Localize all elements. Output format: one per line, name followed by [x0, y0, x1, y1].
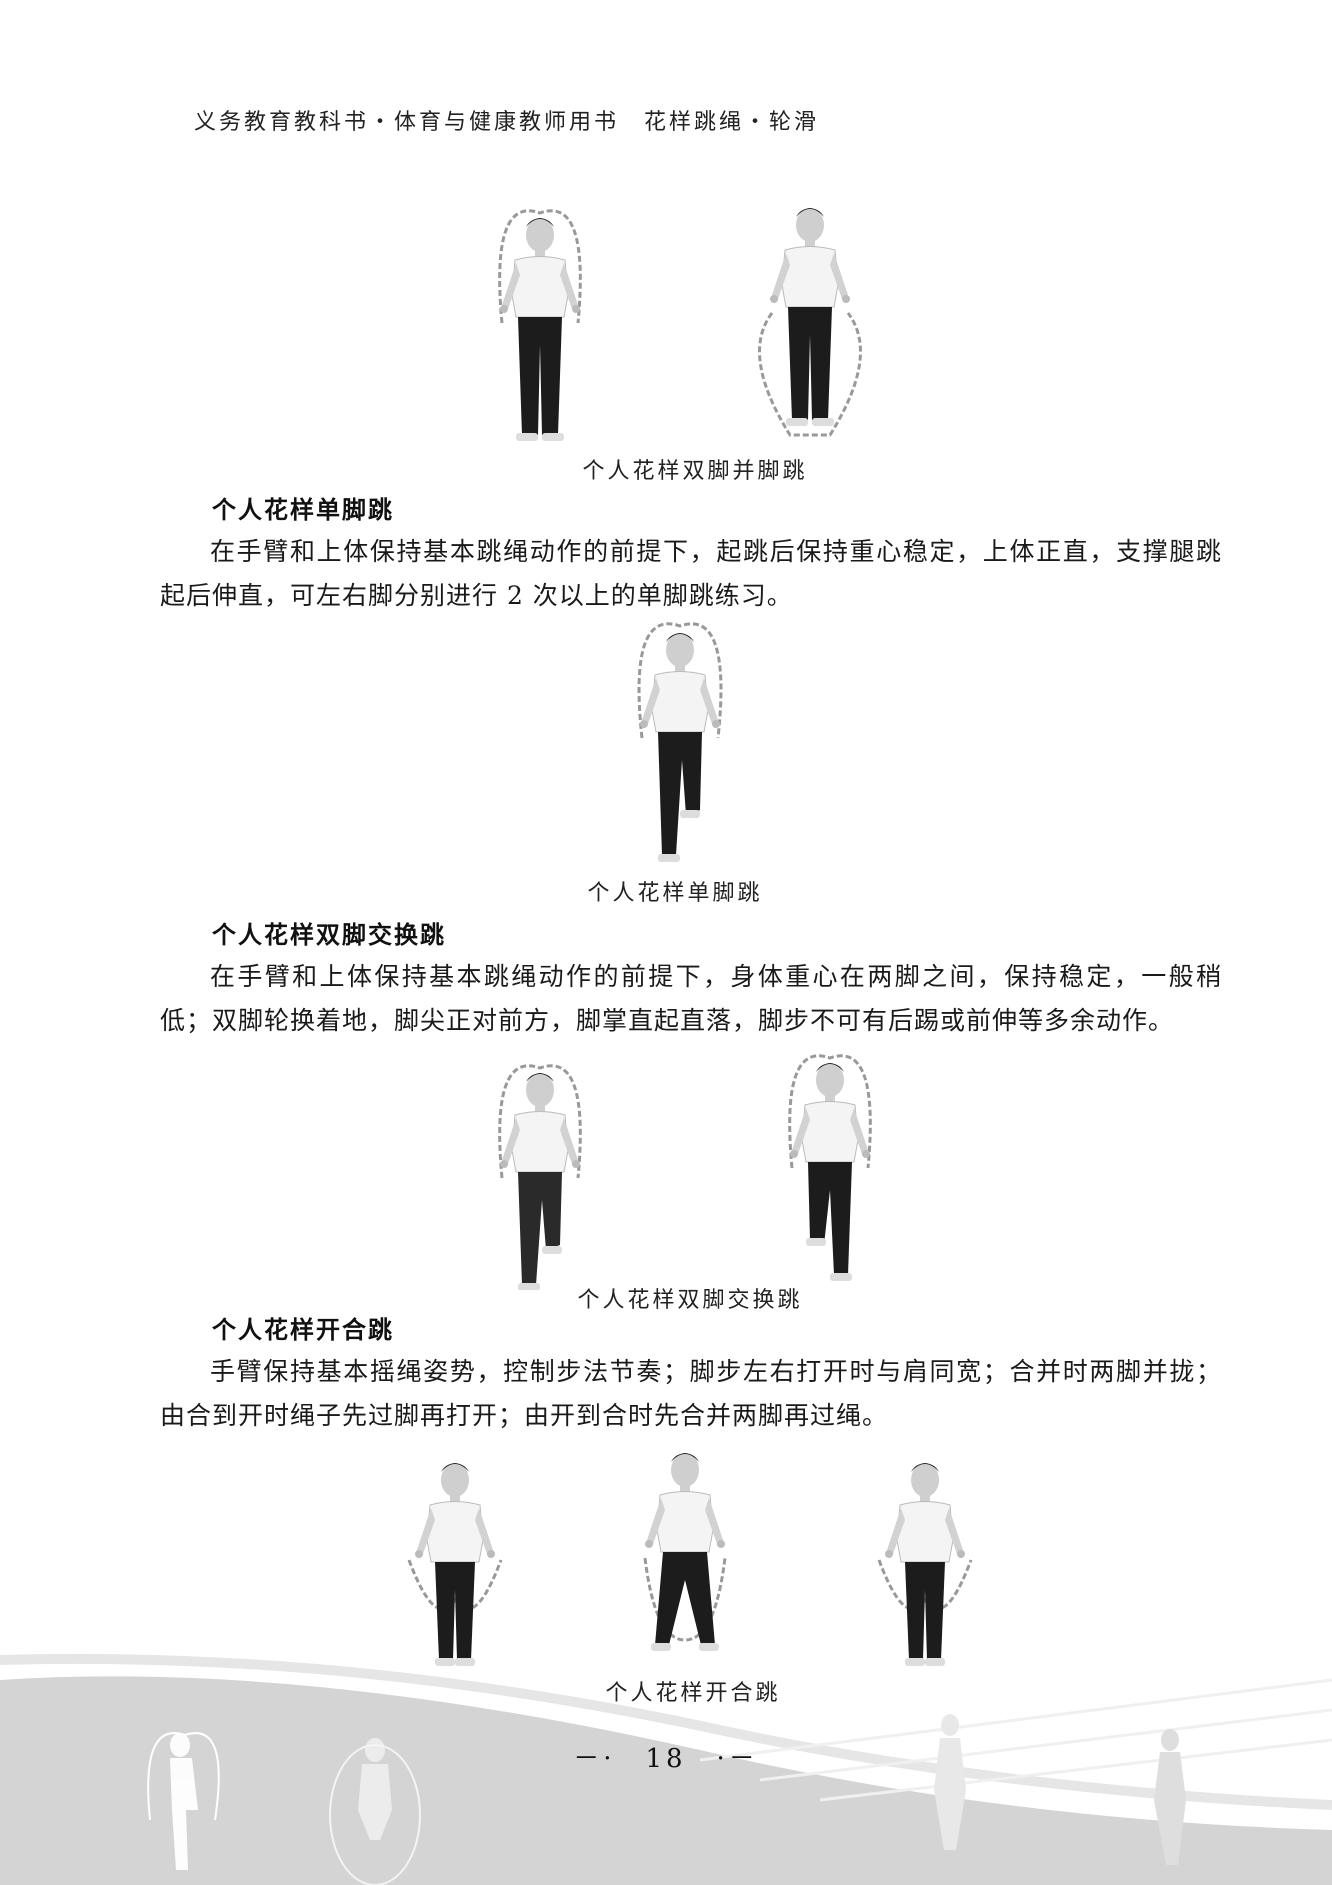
- section-heading: 个人花样单脚跳: [212, 496, 394, 524]
- jump-rope-silhouette-icon: [170, 1733, 198, 1870]
- figure-caption: 个人花样单脚跳: [587, 881, 763, 906]
- jumper-photo: [877, 1462, 973, 1666]
- page-number: －· 18 ·－: [573, 1744, 759, 1774]
- jumper-photo: [407, 1462, 503, 1666]
- jumper-photo: [637, 622, 723, 862]
- section-paragraph: 在手臂和上体保持基本跳绳动作的前提下，身体重心在两脚之间，保持稳定，一般稍低；双…: [160, 962, 1222, 1035]
- figure-single-foot-jump: [610, 620, 750, 870]
- jumper-photo: [643, 1452, 727, 1651]
- section-heading: 个人花样双脚交换跳: [212, 921, 446, 949]
- figure-alternate-feet-jump: [470, 1050, 930, 1290]
- jumper-photo: [498, 209, 582, 441]
- section-paragraph: 在手臂和上体保持基本跳绳动作的前提下，起跳后保持重心稳定，上体正直，支撑腿跳起后…: [160, 537, 1222, 610]
- jumper-photo: [788, 1054, 872, 1281]
- section-paragraph: 手臂保持基本摇绳姿势，控制步法节奏；脚步左右打开时与肩同宽；合并时两脚并拢；由合…: [160, 1357, 1222, 1430]
- jumper-photo: [758, 207, 862, 437]
- jump-rope-silhouette-icon: [934, 1714, 966, 1850]
- figure-open-close-jump: [385, 1440, 1005, 1670]
- figure-caption: 个人花样开合跳: [605, 1681, 781, 1706]
- running-header: 义务教育教科书・体育与健康教师用书 花样跳绳・轮滑: [194, 110, 820, 135]
- rope-arc-icon: [147, 1732, 220, 1821]
- figure-caption: 个人花样双脚交换跳: [577, 1288, 803, 1313]
- jumper-photo: [498, 1064, 582, 1290]
- decorative-footer-band: [0, 1653, 1332, 1885]
- figure-double-feet-jump: [460, 205, 940, 445]
- jump-rope-silhouette-icon: [358, 1738, 392, 1840]
- rope-loop-icon: [329, 1744, 421, 1885]
- jump-rope-silhouette-icon: [1154, 1729, 1186, 1865]
- section-heading: 个人花样开合跳: [212, 1316, 394, 1344]
- figure-caption: 个人花样双脚并脚跳: [582, 459, 808, 484]
